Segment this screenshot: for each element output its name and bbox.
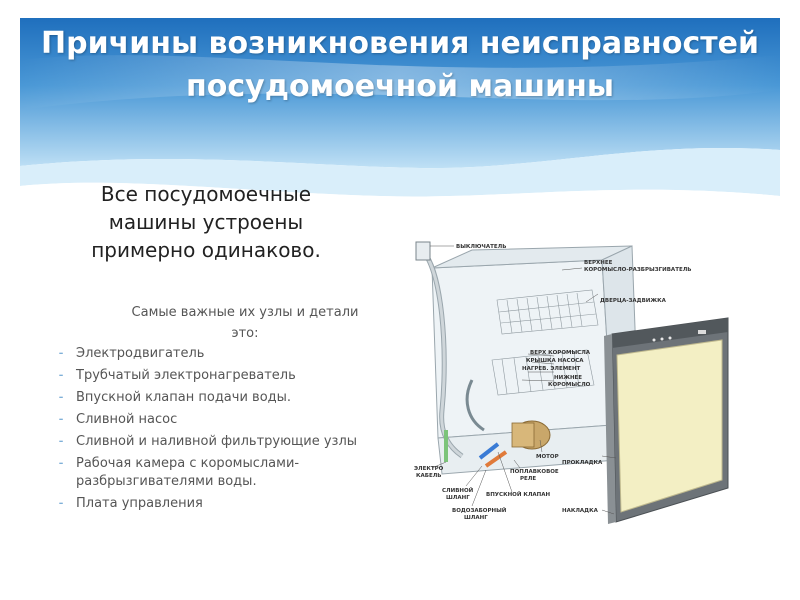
label-switch: ВЫКЛЮЧАТЕЛЬ: [456, 244, 506, 250]
bullet-icon: ⁃: [58, 347, 64, 361]
list-item: ⁃Трубчатый электронагреватель: [58, 368, 296, 383]
lead-text: Все посудомоечные машины устроены пример…: [91, 182, 321, 262]
label-supply-hose-2: ШЛАНГ: [464, 515, 488, 521]
list-item: ⁃Электродвигатель: [58, 346, 205, 361]
label-supply-hose-1: ВОДОЗАБОРНЫЙ: [452, 506, 507, 514]
label-motor: МОТОР: [536, 454, 559, 460]
bullet-icon: ⁃: [58, 391, 64, 405]
label-door-latch: ДВЕРЦА-ЗАДВИЖКА: [600, 298, 667, 304]
list-item: ⁃Рабочая камера с коромыслами-разбрызгив…: [58, 456, 300, 489]
slide-title: Причины возникновения неисправностей пос…: [41, 26, 759, 104]
header-wave-background: [20, 18, 780, 200]
label-heater: НАГРЕВ. ЭЛЕМЕНТ: [522, 366, 581, 372]
dishwasher-illustration: ВЫКЛЮЧАТЕЛЬ ВЕРХНЕЕ КОРОМЫСЛО-РАЗБРЫЗГИВ…: [414, 241, 729, 524]
label-upper-arm-2: КОРОМЫСЛО-РАЗБРЫЗГИВАТЕЛЬ: [584, 267, 691, 273]
dishwasher-door: [604, 317, 729, 524]
label-trim: НАКЛАДКА: [562, 508, 599, 514]
bullet-icon: ⁃: [58, 497, 64, 511]
label-inlet-valve: ВПУСКНОЙ КЛАПАН: [486, 490, 551, 498]
label-cable-1: ЭЛЕКТРО: [414, 466, 444, 472]
header-banner: Причины возникновения неисправностей пос…: [0, 0, 800, 200]
label-lower-arm-1: НИЖНЕЕ: [554, 375, 582, 381]
dishwasher-diagram: ВЫКЛЮЧАТЕЛЬ ВЕРХНЕЕ КОРОМЫСЛО-РАЗБРЫЗГИВ…: [402, 230, 740, 548]
bullet-icon: ⁃: [58, 369, 64, 383]
list-item: ⁃Сливной и наливной фильтрующие узлы: [58, 434, 358, 449]
list-item: ⁃Плата управления: [58, 496, 203, 511]
list-item: ⁃Впускной клапан подачи воды.: [58, 390, 292, 405]
label-pump-cover: КРЫШКА НАСОСА: [526, 358, 584, 364]
label-arm-top: ВЕРХ КОРОМЫСЛА: [530, 350, 591, 356]
leader-lines: [430, 245, 617, 515]
subheading: Самые важные их узлы и детали это:: [131, 305, 359, 341]
label-float-relay-2: РЕЛЕ: [520, 476, 536, 482]
label-float-relay-1: ПОПЛАВКОВОЕ: [510, 469, 559, 475]
bullet-icon: ⁃: [58, 435, 64, 449]
bullet-icon: ⁃: [58, 457, 64, 471]
list-item: ⁃Сливной насос: [58, 412, 178, 427]
bullet-icon: ⁃: [58, 413, 64, 427]
label-lower-arm-2: КОРОМЫСЛО: [548, 382, 591, 388]
label-upper-arm-1: ВЕРХНЕЕ: [584, 260, 613, 266]
label-gasket: ПРОКЛАДКА: [562, 460, 603, 466]
label-drain-hose-1: СЛИВНОЙ: [442, 486, 474, 494]
component-list: ⁃Электродвигатель ⁃Трубчатый электронагр…: [58, 345, 378, 517]
label-cable-2: КАБЕЛЬ: [416, 473, 441, 479]
label-drain-hose-2: ШЛАНГ: [446, 495, 470, 501]
